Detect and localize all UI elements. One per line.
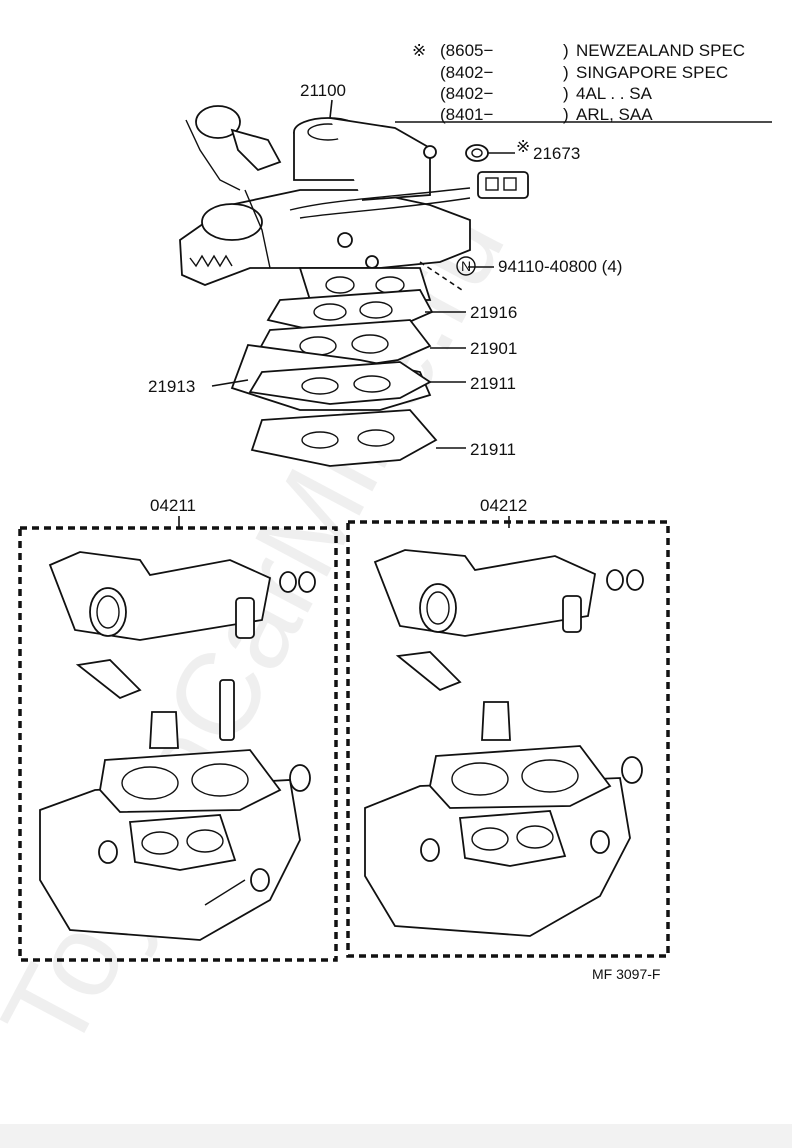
- spec-desc: NEWZEALAND SPEC: [576, 41, 745, 60]
- spec-mark: ※: [412, 41, 426, 60]
- part-label-21911-upper: 21911: [470, 374, 516, 393]
- spec-notes: ※ (8605− ) NEWZEALAND SPEC (8402− ) SING…: [412, 41, 745, 124]
- part-label-21673: 21673: [533, 144, 580, 163]
- kit-box-left: 04211: [18, 496, 338, 962]
- part-label-21916: 21916: [470, 303, 517, 322]
- kit-box-right: 04212: [346, 496, 670, 958]
- spec-close: ): [563, 41, 569, 60]
- pipe-joint-drawing: [465, 144, 489, 162]
- kit-label-04211: 04211: [150, 496, 196, 515]
- part-label-21911-lower: 21911: [470, 440, 516, 459]
- spec-code: (8401−: [440, 105, 493, 124]
- spec-code: (8402−: [440, 63, 493, 82]
- reference-code: MF 3097-F: [592, 966, 660, 982]
- nut-symbol-circle: [456, 256, 476, 276]
- gasket-stack-drawing: [230, 289, 438, 467]
- spec-desc: SINGAPORE SPEC: [576, 63, 728, 82]
- footer-bar: [0, 1124, 792, 1148]
- spec-close: ): [563, 63, 569, 82]
- part-label-21100: 21100: [300, 81, 346, 100]
- part-label-94110: 94110-40800 (4): [498, 257, 622, 276]
- part-label-21913: 21913: [148, 377, 195, 396]
- kit-label-04212: 04212: [480, 496, 527, 515]
- spec-code: (8402−: [440, 84, 493, 103]
- leader-lines: [211, 99, 772, 449]
- parts-diagram: ToyotaCarMine.ru ※ (8605− ) NEWZEALAND S…: [0, 41, 772, 1072]
- part-mark-21673: ※: [516, 137, 530, 156]
- nut-symbol: N: [461, 258, 471, 274]
- spec-code: (8605−: [440, 41, 493, 60]
- spec-close: ): [563, 105, 569, 124]
- spec-desc: 4AL . . SA: [576, 84, 653, 103]
- spec-close: ): [563, 84, 569, 103]
- spec-desc: ARL, SAA: [576, 105, 653, 124]
- part-labels: 21100 ※ 21673 N 94110-40800 (4) 21916 21…: [148, 81, 622, 459]
- part-label-21901: 21901: [470, 339, 517, 358]
